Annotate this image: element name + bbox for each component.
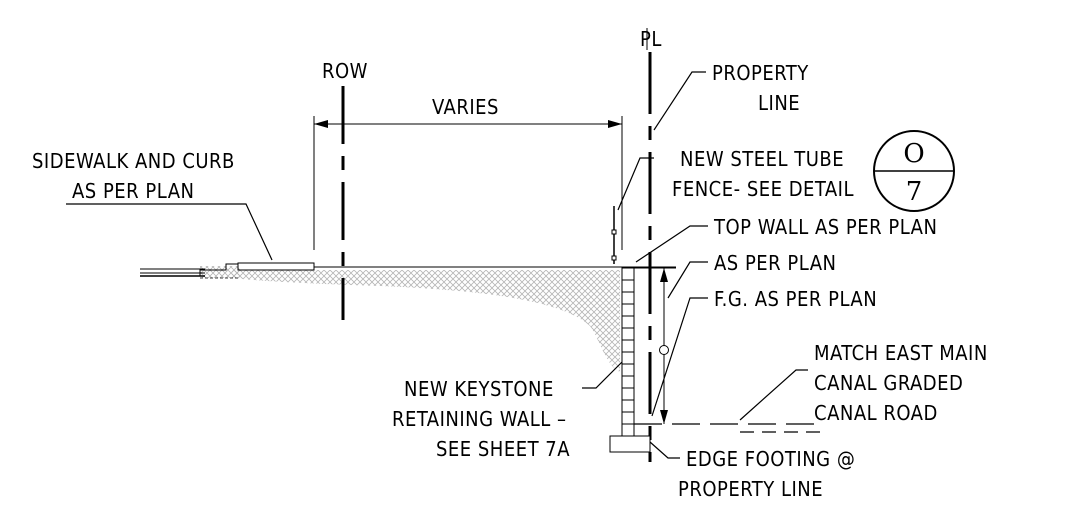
footing <box>609 435 651 453</box>
row-label: ROW <box>322 59 368 83</box>
curb-outline <box>199 263 238 276</box>
footing-label-2: PROPERTY LINE <box>678 477 823 501</box>
sidewalk-outline <box>237 262 315 271</box>
detail-callout-bottom: 7 <box>906 177 923 207</box>
varies-label: VARIES <box>432 95 499 119</box>
sidewalk-label-1: SIDEWALK AND CURB <box>32 149 235 173</box>
arrowhead-up <box>660 268 668 282</box>
leader-lines <box>66 71 808 459</box>
retaining-wall <box>621 267 635 437</box>
keystone-label-1: NEW KEYSTONE <box>404 377 554 401</box>
arrowhead-left <box>314 120 328 128</box>
footing-label-1: EDGE FOOTING @ <box>686 447 855 471</box>
as-per-plan-label: AS PER PLAN <box>714 251 836 275</box>
pl-symbol: PL <box>640 27 662 51</box>
fg-label: F.G. AS PER PLAN <box>714 287 877 311</box>
fence-rail-bottom <box>611 255 617 261</box>
keystone-label-3: SEE SHEET 7A <box>436 437 570 461</box>
fence-rail-top <box>611 229 617 235</box>
property-line-label-1: PROPERTY <box>712 61 809 85</box>
match-label-2: CANAL GRADED <box>814 371 963 395</box>
detail-callout-top: O <box>903 139 924 169</box>
dimension-marker <box>659 345 669 355</box>
sidewalk-label-2: AS PER PLAN <box>72 179 194 203</box>
soil-hatch <box>232 270 620 372</box>
top-wall-label: TOP WALL AS PER PLAN <box>713 215 937 239</box>
arrowhead-down <box>660 410 668 424</box>
keystone-label-2: RETAINING WALL – <box>392 407 567 431</box>
fence-label-2: FENCE- SEE DETAIL <box>672 177 854 201</box>
arrowhead-right <box>608 120 622 128</box>
match-label-3: CANAL ROAD <box>814 401 938 425</box>
fence-label-1: NEW STEEL TUBE <box>680 147 844 171</box>
curb-hatch <box>200 266 240 278</box>
property-line-label-2: LINE <box>758 91 800 115</box>
match-label-1: MATCH EAST MAIN <box>814 341 988 365</box>
